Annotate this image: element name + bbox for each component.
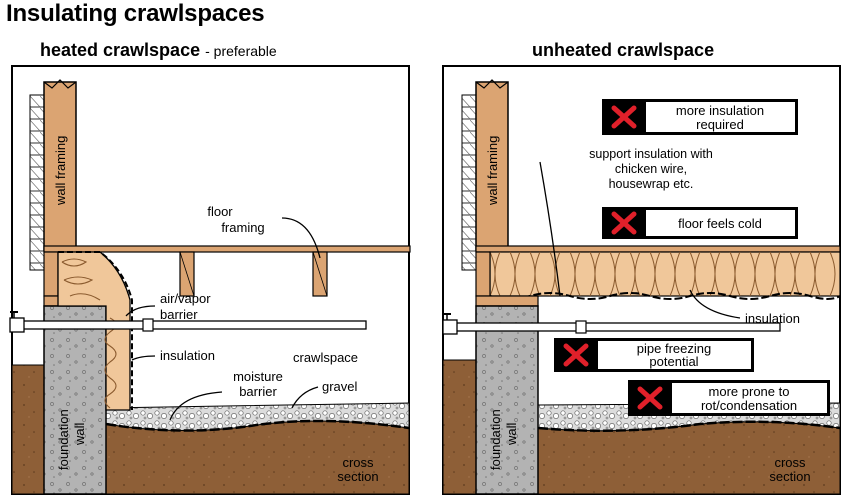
left-foundation-label-2: wall [72, 422, 87, 446]
right-panel: wall framing support insulation with chi… [442, 65, 841, 495]
right-panel-title: unheated crawlspace [532, 40, 715, 60]
leader-moisture [169, 391, 223, 421]
left-siding [29, 94, 45, 271]
left-subfloor [43, 245, 411, 253]
right-soil-outside [442, 359, 477, 495]
right-support-label-2: chicken wire, [615, 162, 687, 176]
left-air-vapor-barrier [58, 251, 133, 410]
warning-pipe-freezing: pipe freezing potential [554, 338, 754, 372]
main-title: Insulating crawlspaces [6, 0, 265, 27]
left-floor-label-2: framing [221, 220, 264, 235]
left-cross-label-2: section [337, 469, 378, 484]
warning-4-line-2: rot/condensation [701, 398, 797, 413]
leader-insulation-right [689, 289, 741, 319]
right-sill-plate [475, 295, 539, 307]
left-panel-title: heated crawlspace - preferable [40, 40, 277, 61]
left-moisture-barrier [105, 419, 410, 432]
warning-1-line-2: required [696, 117, 744, 132]
right-wall-framing-label: wall framing [485, 136, 500, 206]
leader-support [539, 161, 561, 297]
right-foundation-label-1: foundation [488, 409, 503, 470]
warning-1-line-1: more insulation [676, 103, 764, 118]
leader-floor-framing [281, 217, 321, 259]
left-insulation-label: insulation [160, 348, 215, 363]
left-panel: wall framing floor framing air/vapor bar… [9, 65, 411, 495]
left-moisture-label-1: moisture [233, 369, 283, 384]
warning-2-line-1: floor feels cold [678, 216, 762, 231]
left-rim-joist [43, 251, 59, 297]
leader-gravel [291, 386, 319, 409]
left-air-vapor-label-1: air/vapor [160, 291, 211, 306]
right-wall-stud [475, 81, 509, 251]
warning-more-insulation: more insulation required [602, 99, 798, 135]
right-cross-label-1: cross [774, 455, 806, 470]
warning-x-icon [563, 343, 589, 367]
right-support-wire [489, 292, 841, 300]
warning-x-icon [637, 386, 663, 410]
right-subfloor [475, 245, 841, 253]
left-subtitle: - preferable [205, 43, 277, 59]
right-siding [461, 94, 477, 271]
right-support-label-1: support insulation with [589, 147, 713, 161]
left-foundation-wall [43, 305, 107, 495]
left-air-vapor-label-2: barrier [160, 307, 198, 322]
left-stud-break [43, 79, 77, 89]
warning-3-line-2: potential [649, 354, 698, 369]
warning-x-icon [611, 105, 637, 129]
right-pipe [449, 322, 781, 332]
left-gravel-label: gravel [322, 379, 358, 394]
right-floor-insulation [489, 251, 841, 297]
leader-air-vapor [125, 305, 156, 317]
left-floor-label-1: floor [207, 204, 233, 219]
left-wall-framing-label: wall framing [53, 136, 68, 206]
left-title-text: heated crawlspace [40, 40, 201, 60]
warning-4-line-1: more prone to [709, 384, 790, 399]
left-soil-outside [11, 364, 45, 495]
right-foundation-label-2: wall [504, 422, 519, 446]
left-pipe [17, 320, 367, 330]
warning-x-icon [611, 211, 637, 235]
right-insulation-label: insulation [745, 311, 800, 326]
warning-rot: more prone to rot/condensation [628, 380, 830, 416]
right-support-label-3: housewrap etc. [609, 177, 694, 191]
right-cross-label-2: section [769, 469, 810, 484]
left-foundation-label-1: foundation [56, 409, 71, 470]
left-crawlspace-label: crawlspace [293, 350, 358, 365]
left-moisture-label-2: barrier [239, 384, 277, 399]
leader-insulation [131, 355, 156, 361]
left-cross-label-1: cross [342, 455, 374, 470]
right-rim-joist [475, 251, 491, 297]
warning-3-line-1: pipe freezing [637, 341, 711, 356]
warning-floor-cold: floor feels cold [602, 207, 798, 239]
right-foundation-wall [475, 305, 539, 495]
